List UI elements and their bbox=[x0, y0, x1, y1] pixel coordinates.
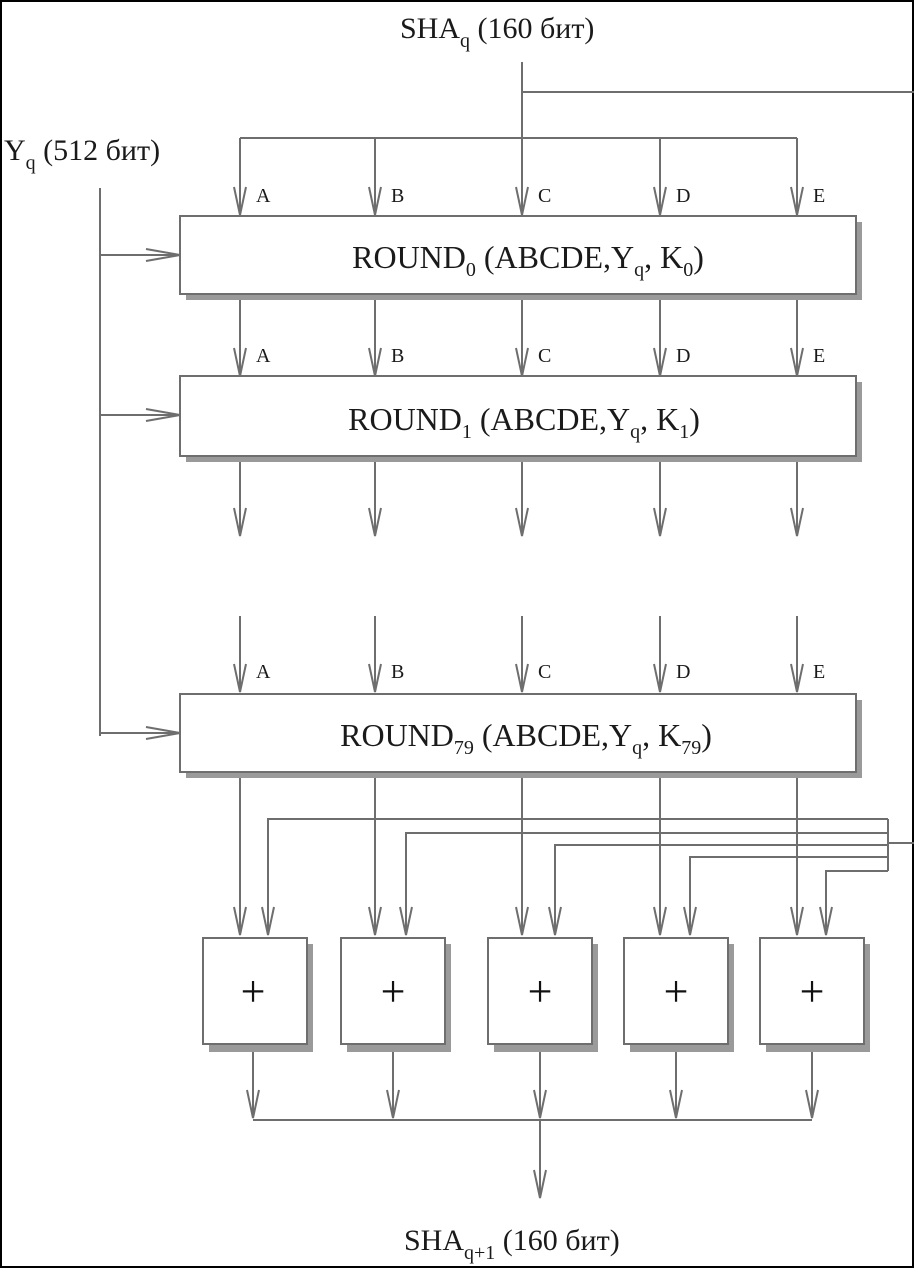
plus-icon: + bbox=[528, 967, 553, 1016]
arrow-down-icon bbox=[653, 507, 667, 537]
register-label: A bbox=[256, 345, 271, 367]
function-blocks: ROUND0 (ABCDE,Yq, K0) ROUND1 (ABCDE,Yq, K… bbox=[179, 215, 870, 1052]
arrow-down-icon bbox=[233, 906, 247, 936]
arrow-down-icon bbox=[653, 663, 667, 693]
register-label: B bbox=[391, 185, 404, 207]
register-label: E bbox=[813, 345, 825, 367]
arrow-down-icon bbox=[368, 507, 382, 537]
round-box bbox=[179, 375, 857, 457]
feedforward-wire bbox=[689, 856, 888, 935]
register-label: C bbox=[538, 661, 551, 683]
arrow-down-icon bbox=[790, 507, 804, 537]
arrow-down-icon bbox=[548, 906, 562, 936]
arrow-down-icon bbox=[399, 906, 413, 936]
round-box bbox=[179, 693, 857, 773]
register-label: A bbox=[256, 661, 271, 683]
arrow-down-icon bbox=[368, 663, 382, 693]
arrow-down-icon bbox=[233, 663, 247, 693]
feedforward-wire bbox=[554, 844, 888, 935]
adder-box bbox=[202, 937, 308, 1045]
connection-wires bbox=[99, 62, 914, 1198]
arrow-down-icon bbox=[386, 1089, 400, 1119]
register-label: A bbox=[256, 185, 271, 207]
feedforward-wire bbox=[267, 818, 888, 935]
arrow-down-icon bbox=[515, 663, 529, 693]
arrow-down-icon bbox=[819, 906, 833, 936]
register-label: E bbox=[813, 185, 825, 207]
message-block-label: Yq (512 бит) bbox=[4, 134, 160, 174]
arrow-down-icon bbox=[533, 1089, 547, 1119]
arrow-down-icon bbox=[683, 906, 697, 936]
register-label: C bbox=[538, 345, 551, 367]
register-label: D bbox=[676, 661, 690, 683]
round-label: ROUND79 (ABCDE,Yq, K79) bbox=[340, 717, 712, 759]
adder-box bbox=[487, 937, 593, 1045]
arrow-down-icon bbox=[261, 906, 275, 936]
output-hash-label: SHAq+1 (160 бит) bbox=[404, 1224, 620, 1264]
register-label: D bbox=[676, 345, 690, 367]
register-label: E bbox=[813, 661, 825, 683]
round-label: ROUND0 (ABCDE,Yq, K0) bbox=[352, 239, 704, 281]
arrow-down-icon bbox=[653, 906, 667, 936]
arrow-down-icon bbox=[533, 1169, 547, 1199]
register-label: B bbox=[391, 661, 404, 683]
arrow-down-icon bbox=[805, 1089, 819, 1119]
arrow-down-icon bbox=[669, 1089, 683, 1119]
arrow-down-icon bbox=[515, 906, 529, 936]
register-label: C bbox=[538, 185, 551, 207]
arrow-down-icon bbox=[515, 507, 529, 537]
arrow-down-icon bbox=[246, 1089, 260, 1119]
adder-box bbox=[759, 937, 865, 1045]
adder-box bbox=[340, 937, 446, 1045]
feedforward-wire bbox=[405, 832, 888, 935]
plus-icon: + bbox=[241, 967, 266, 1016]
round-label: ROUND1 (ABCDE,Yq, K1) bbox=[348, 401, 700, 443]
round-box bbox=[179, 215, 857, 295]
arrow-down-icon bbox=[790, 663, 804, 693]
plus-icon: + bbox=[381, 967, 406, 1016]
adder-box bbox=[623, 937, 729, 1045]
register-label: D bbox=[676, 185, 690, 207]
arrow-down-icon bbox=[233, 507, 247, 537]
feedforward-wire bbox=[825, 870, 888, 935]
register-labels: A B C D E A B C D E A B C D E bbox=[256, 185, 825, 683]
plus-icon: + bbox=[800, 967, 825, 1016]
arrow-down-icon bbox=[368, 906, 382, 936]
input-hash-label: SHAq (160 бит) bbox=[400, 12, 594, 52]
register-label: B bbox=[391, 345, 404, 367]
arrow-down-icon bbox=[790, 906, 804, 936]
plus-icon: + bbox=[664, 967, 689, 1016]
